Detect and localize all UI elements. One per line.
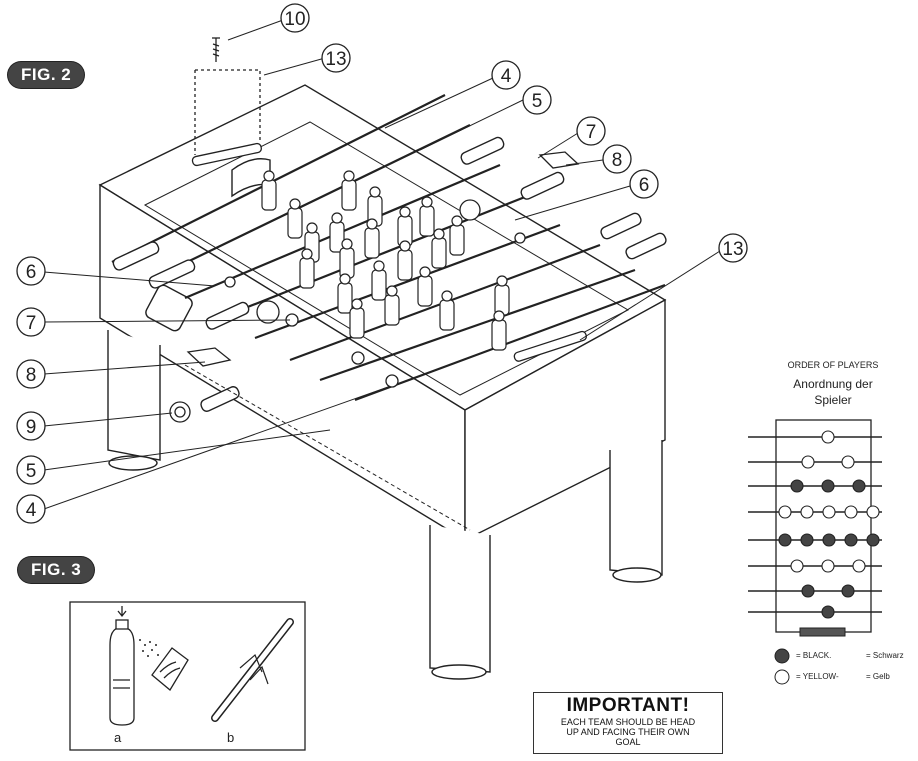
order-of-players-panel xyxy=(748,419,882,685)
callout-numbers: 10 13 4 5 7 8 6 13 6 7 8 9 5 4 xyxy=(26,9,744,521)
callout-4-left-label: 4 xyxy=(26,500,37,521)
foosman xyxy=(417,266,433,307)
callout-5-left xyxy=(16,455,46,485)
foosman xyxy=(384,285,400,326)
order-subtitle-line1: Anordnung der xyxy=(793,377,873,391)
callout-5-left-label: 5 xyxy=(26,461,37,482)
callout-7-right-label: 7 xyxy=(586,122,597,143)
callout-6-right-label: 6 xyxy=(639,175,650,196)
important-notice: IMPORTANT! EACH TEAM SHOULD BE HEAD UP A… xyxy=(533,692,723,754)
callout-13-top xyxy=(321,43,351,73)
order-black-players xyxy=(778,479,880,619)
callout-leaders xyxy=(43,19,721,531)
table-hardware xyxy=(169,142,587,423)
order-of-players-title: ORDER OF PLAYERS xyxy=(787,360,879,370)
fig3-label-a: a xyxy=(114,730,122,745)
callout-bubbles xyxy=(16,3,748,524)
foosman xyxy=(494,275,510,316)
foosman xyxy=(341,170,357,211)
fig3-label-b: b xyxy=(227,730,235,745)
callout-5-top xyxy=(522,85,552,115)
important-body: EACH TEAM SHOULD BE HEAD UP AND FACING T… xyxy=(534,717,722,747)
important-line2: UP AND FACING THEIR OWN xyxy=(566,727,690,737)
foosman xyxy=(337,273,353,314)
foosman xyxy=(419,196,435,237)
callout-9-left-label: 9 xyxy=(26,417,37,438)
callout-4-top-label: 4 xyxy=(501,66,512,87)
important-line1: EACH TEAM SHOULD BE HEAD xyxy=(560,717,696,727)
callout-6-left-label: 6 xyxy=(26,262,37,283)
callout-6-right xyxy=(629,169,659,199)
callout-7-left-label: 7 xyxy=(26,313,37,334)
important-line3: GOAL xyxy=(615,737,641,747)
foosman xyxy=(371,260,387,301)
callout-8-right xyxy=(602,144,632,174)
callout-8-left-label: 8 xyxy=(26,365,37,386)
callout-4-left xyxy=(16,494,46,524)
important-title: IMPORTANT! xyxy=(566,695,690,716)
table-cabinet xyxy=(98,84,667,542)
callout-6-left xyxy=(16,256,46,286)
callout-7-right xyxy=(576,116,606,146)
legend-black-label: = BLACK. xyxy=(796,651,832,660)
callout-8-right-label: 8 xyxy=(612,150,623,171)
foosman xyxy=(491,310,507,351)
foosman xyxy=(287,198,303,239)
foosman xyxy=(329,212,345,253)
legend-yellow-label: = YELLOW- xyxy=(796,672,839,681)
callout-5-top-label: 5 xyxy=(532,91,543,112)
foosman xyxy=(397,206,413,247)
foosman xyxy=(349,298,365,339)
foosman xyxy=(397,240,413,281)
callout-10 xyxy=(280,3,310,33)
legend-black-swatch xyxy=(774,648,790,664)
fig3-badge: FIG. 3 xyxy=(18,557,95,583)
legend-black-de-label: = Schwarz xyxy=(866,651,904,660)
callout-13-right-label: 13 xyxy=(722,239,743,260)
legend-yellow-swatch xyxy=(774,669,790,685)
callout-4-top xyxy=(491,60,521,90)
foosmen xyxy=(261,170,510,351)
foosman xyxy=(449,215,465,256)
fig3-panel xyxy=(69,601,306,751)
fig2-badge: FIG. 2 xyxy=(8,62,85,88)
foosman xyxy=(439,290,455,331)
order-yellow-players xyxy=(778,430,880,573)
callout-8-left xyxy=(16,359,46,389)
legend-yellow-de-label: = Gelb xyxy=(866,672,890,681)
callout-9-left xyxy=(16,411,46,441)
foosman xyxy=(261,170,277,211)
rod-handles xyxy=(112,136,667,412)
callout-13-top-label: 13 xyxy=(325,49,346,70)
callout-13-right xyxy=(718,233,748,263)
callout-7-left xyxy=(16,307,46,337)
foosman xyxy=(364,218,380,259)
screw-part xyxy=(194,37,261,155)
foosman xyxy=(299,248,315,289)
foosman xyxy=(339,238,355,279)
foosman xyxy=(431,228,447,269)
order-subtitle-line2: Spieler xyxy=(814,393,852,407)
callout-10-label: 10 xyxy=(284,9,305,30)
